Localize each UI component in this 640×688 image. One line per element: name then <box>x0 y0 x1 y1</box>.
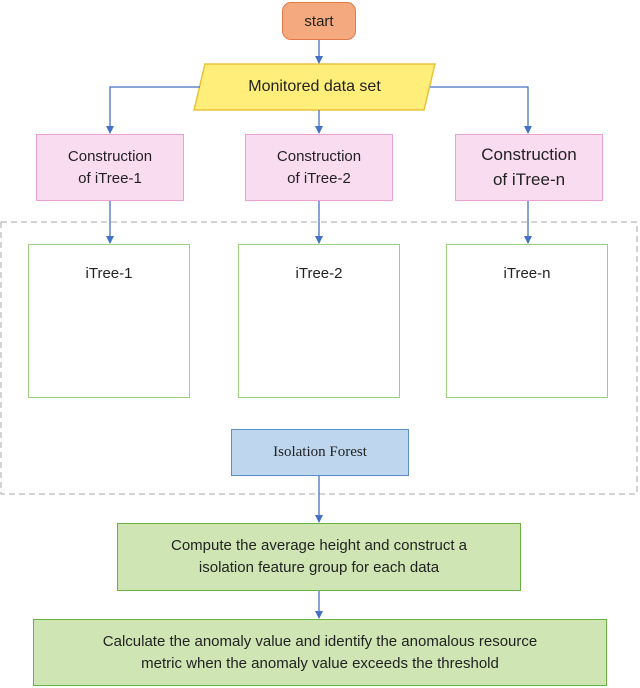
monitored-data-node: Monitored data set <box>194 64 435 110</box>
construction-itree-n-node: Construction of iTree-n <box>455 134 603 201</box>
calculate-anomaly-node: Calculate the anomaly value and identify… <box>33 619 607 686</box>
compute-average-height-label: Compute the average height and construct… <box>170 537 468 576</box>
itree-n-label: iTree-n <box>503 265 551 282</box>
construction-itree-2-node: Construction of iTree-2 <box>245 134 393 201</box>
compute-average-height-node: Compute the average height and construct… <box>117 523 521 591</box>
monitored-data-label: Monitored data set <box>248 78 381 95</box>
isolation-forest-label: Isolation Forest <box>273 444 367 460</box>
calculate-anomaly-label: Calculate the anomaly value and identify… <box>102 632 538 672</box>
isolation-forest-node: Isolation Forest <box>231 429 409 476</box>
itree-1-box: iTree-1 <box>28 244 190 398</box>
construction-itree-1-label: Construction of iTree-1 <box>67 147 153 187</box>
itree-2-label: iTree-2 <box>295 265 343 282</box>
start-node: start <box>282 2 356 40</box>
monitored-data-parallelogram <box>193 63 436 111</box>
construction-itree-1-node: Construction of iTree-1 <box>36 134 184 201</box>
construction-itree-n-label: Construction of iTree-n <box>481 144 577 189</box>
arrow-data-to-construct-1 <box>106 86 200 134</box>
construction-itree-2-label: Construction of iTree-2 <box>276 147 362 187</box>
itree-n-box: iTree-n <box>446 244 608 398</box>
arrow-data-to-construct-n <box>430 86 532 134</box>
itree-1-label: iTree-1 <box>85 265 133 282</box>
itree-2-box: iTree-2 <box>238 244 400 398</box>
start-label: start <box>304 12 334 30</box>
